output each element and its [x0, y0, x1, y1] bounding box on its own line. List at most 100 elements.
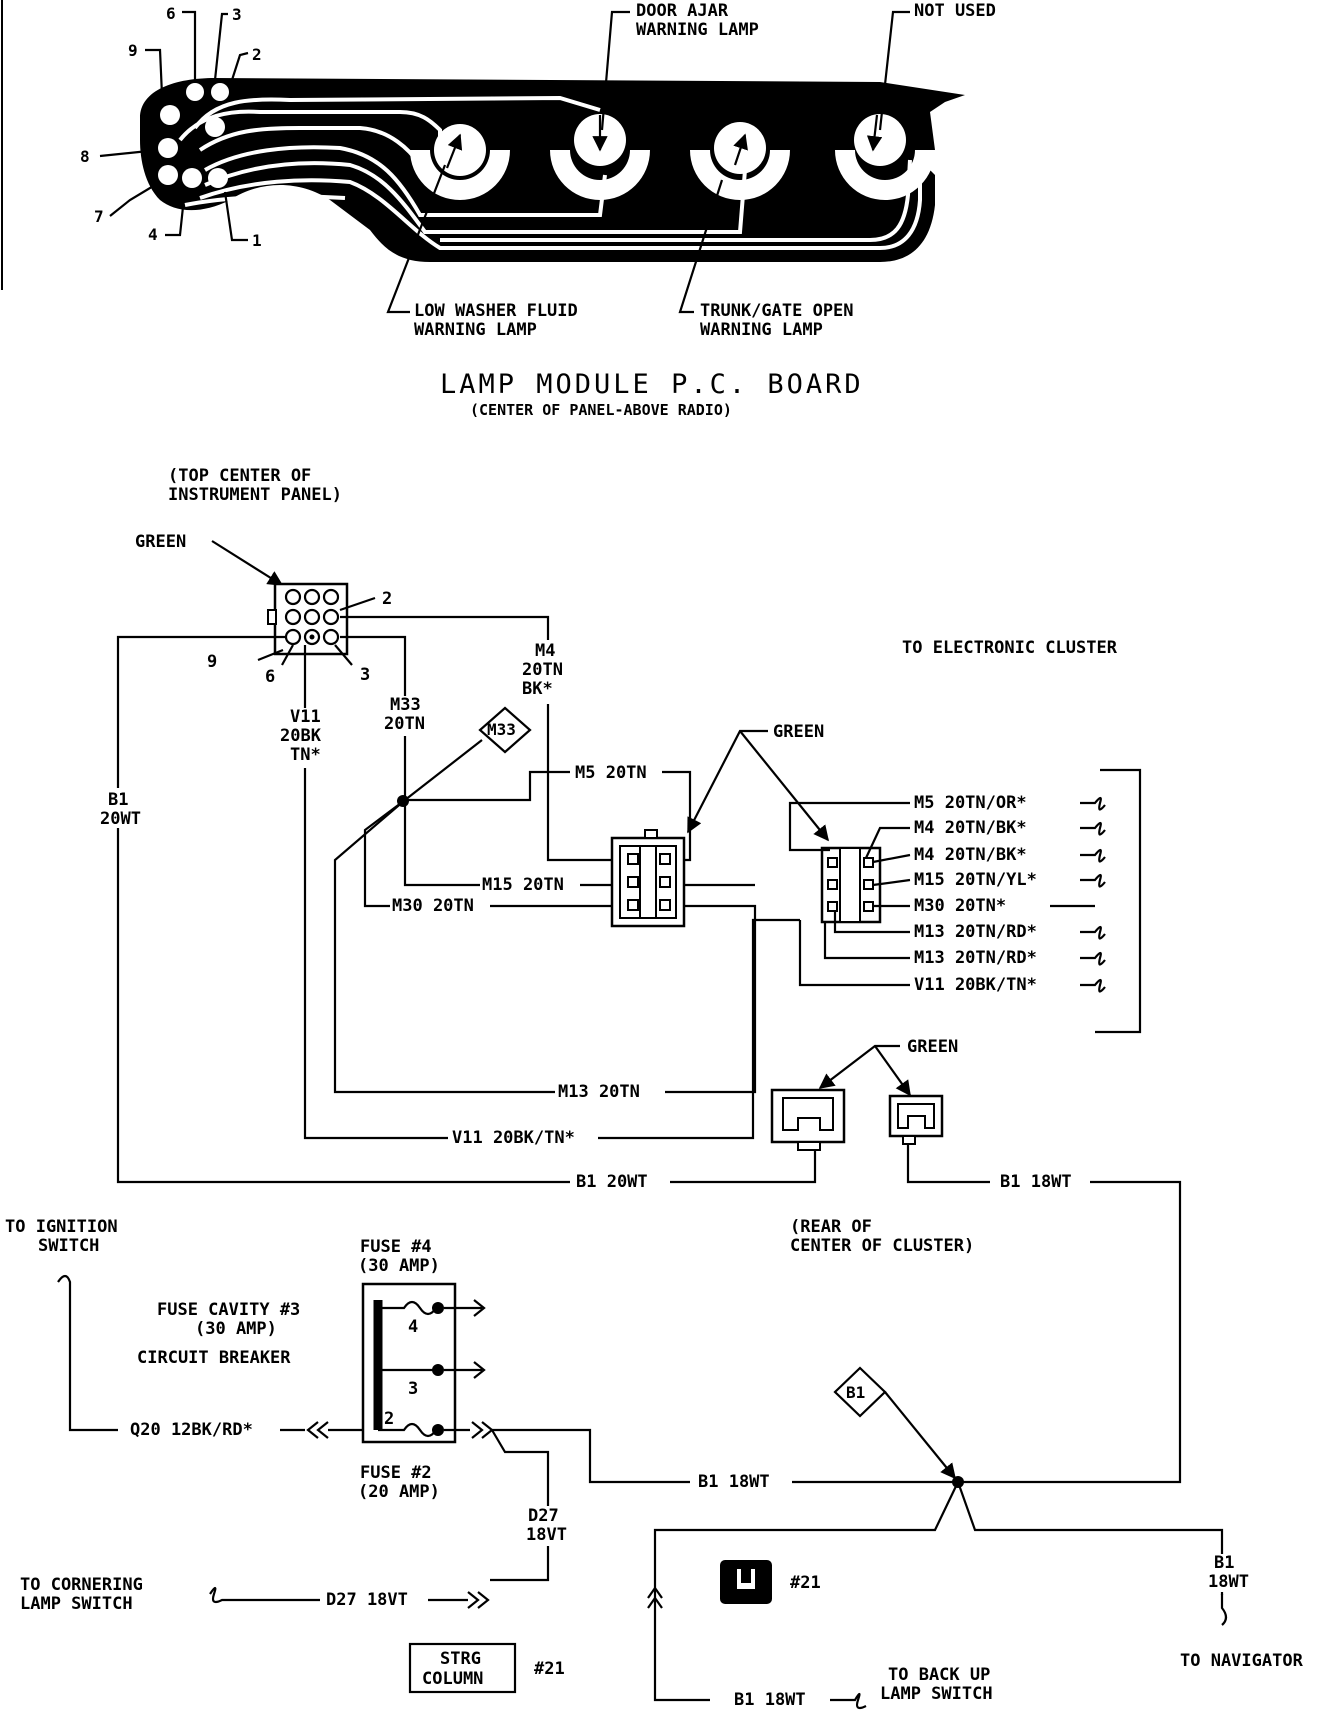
fuse2-1: FUSE #2 — [360, 1463, 432, 1483]
terminal-squiggles — [1050, 796, 1106, 993]
b1-right-v-2: 18WT — [1208, 1572, 1249, 1592]
wire-labels: B1 20WT V11 20BK TN* M33 20TN M4 20TN BK… — [100, 640, 670, 1192]
fuse4-1: FUSE #4 — [360, 1237, 432, 1257]
to-cornering-1: TO CORNERING — [20, 1575, 143, 1595]
pcb-pin-9: 9 — [128, 41, 138, 60]
q20-label: Q20 12BK/RD* — [130, 1420, 253, 1440]
cluster-pin-m15: M15 20TN/YL* — [914, 870, 1037, 890]
trunk-gate-label-2: WARNING LAMP — [700, 320, 823, 340]
pcb-pin-7: 7 — [94, 207, 104, 226]
to-navigator: TO NAVIGATOR — [1180, 1651, 1304, 1671]
cluster-title: TO ELECTRONIC CLUSTER — [902, 638, 1118, 658]
ref-21a: #21 — [790, 1573, 821, 1593]
cluster-pin-m13a: M13 20TN/RD* — [914, 922, 1037, 942]
top-connector-pin-2: 2 — [382, 589, 392, 609]
pcb-pin-2: 2 — [252, 45, 262, 64]
b1-tag — [833, 1366, 887, 1418]
m4-v-1: M4 — [535, 641, 555, 661]
m33-v-2: 20TN — [384, 714, 425, 734]
pcb-pin-1: 1 — [252, 231, 262, 250]
pcb-outline — [140, 78, 965, 262]
b1-18wt-mid: B1 18WT — [698, 1472, 770, 1492]
m4-v-3: BK* — [522, 679, 553, 699]
fuse2-2: (20 AMP) — [358, 1482, 440, 1502]
strg-column-box — [408, 1642, 517, 1694]
v11-v-3: TN* — [290, 745, 321, 765]
v11-v-2: 20BK — [280, 726, 322, 746]
v11-v-1: V11 — [290, 707, 321, 727]
not-used-label: NOT USED — [914, 1, 996, 21]
m33-tag-label: M33 — [487, 720, 516, 739]
m33-v-1: M33 — [390, 695, 421, 715]
cavity-number-2: 2 — [384, 1409, 394, 1429]
top-connector: (TOP CENTER OF INSTRUMENT PANEL) GREEN 2… — [135, 466, 392, 687]
pcb-pin-8: 8 — [80, 147, 90, 166]
to-backup-1: TO BACK UP — [888, 1665, 990, 1685]
m15-h: M15 20TN — [482, 875, 564, 895]
fuse-block: TO IGNITION SWITCH Q20 12BK/RD* FUSE #4 … — [5, 1217, 955, 1582]
cluster-green-2: GREEN — [907, 1037, 958, 1057]
top-connector-pin-9: 9 — [207, 652, 217, 672]
cluster-connectors: TO ELECTRONIC CLUSTER GREEN — [610, 638, 1182, 1484]
strg-column-2: COLUMN — [422, 1669, 483, 1689]
cavity3-2: (30 AMP) — [195, 1319, 277, 1339]
top-connector-pin-3: 3 — [360, 665, 370, 685]
strg-column-1: STRG — [440, 1649, 481, 1669]
splice-b1: B1 B1 18WT TO BACK UP LAMP SWITCH B1 18W… — [647, 1366, 1304, 1710]
door-ajar-label-1: DOOR AJAR — [636, 1, 729, 21]
d27-v-1: D27 — [528, 1506, 559, 1526]
door-ajar-label-2: WARNING LAMP — [636, 20, 759, 40]
splice-m33 — [397, 795, 409, 807]
low-washer-label-2: WARNING LAMP — [414, 320, 537, 340]
cluster-pin-m5: M5 20TN/OR* — [914, 793, 1027, 813]
m33-tag — [478, 706, 532, 754]
m5-h: M5 20TN — [575, 763, 647, 783]
cluster-bracket — [1095, 768, 1142, 1034]
cluster-pin-m30: M30 20TN* — [914, 896, 1006, 916]
d27-v-2: 18VT — [526, 1525, 567, 1545]
trunk-gate-label-1: TRUNK/GATE OPEN — [700, 301, 854, 321]
pcb-board: 9 6 3 2 8 7 4 1 DOOR AJAR WARNING LAMP N… — [80, 1, 996, 419]
top-connector-color: GREEN — [135, 532, 186, 552]
m30-h: M30 20TN — [392, 896, 474, 916]
cluster-pin-m13b: M13 20TN/RD* — [914, 948, 1037, 968]
cavity-number-4: 4 — [408, 1317, 418, 1337]
b1-20wt-v-1: B1 — [108, 790, 128, 810]
cluster-rear-1: (REAR OF — [790, 1217, 872, 1237]
b1-right-v-1: B1 — [1214, 1553, 1234, 1573]
cavity3-3: CIRCUIT BREAKER — [137, 1348, 291, 1368]
cluster-green-1: GREEN — [773, 722, 824, 742]
fuse4-2: (30 AMP) — [358, 1256, 440, 1276]
pcb-pin-4: 4 — [148, 225, 158, 244]
top-connector-location-1: (TOP CENTER OF — [168, 466, 311, 486]
cluster-pin-m4a: M4 20TN/BK* — [914, 818, 1027, 838]
to-backup-2: LAMP SWITCH — [880, 1684, 993, 1704]
cluster-pin-labels: M5 20TN/OR* M4 20TN/BK* M4 20TN/BK* M15 … — [914, 793, 1037, 995]
m13-h: M13 20TN — [558, 1082, 640, 1102]
pcb-pin-6: 6 — [166, 4, 176, 23]
d27-h: D27 18VT — [326, 1590, 408, 1610]
pcb-title: LAMP MODULE P.C. BOARD — [440, 369, 864, 400]
to-cornering-2: LAMP SWITCH — [20, 1594, 133, 1614]
low-washer-label-1: LOW WASHER FLUID — [414, 301, 578, 321]
pcb-pin-3: 3 — [232, 5, 242, 24]
ref-21b: #21 — [534, 1659, 565, 1679]
b1-18wt-h: B1 18WT — [1000, 1172, 1072, 1192]
b1-18wt-bottom: B1 18WT — [734, 1690, 806, 1710]
m4-v-2: 20TN — [522, 660, 563, 680]
to-ignition-1: TO IGNITION — [5, 1217, 118, 1237]
bottom-left: TO CORNERING LAMP SWITCH D27 18VT STRG C… — [20, 1575, 565, 1694]
to-ignition-2: SWITCH — [38, 1236, 99, 1256]
cluster-pin-m4b: M4 20TN/BK* — [914, 845, 1027, 865]
b1-20wt-h: B1 20WT — [576, 1172, 648, 1192]
top-connector-location-2: INSTRUMENT PANEL) — [168, 485, 342, 505]
cavity3-1: FUSE CAVITY #3 — [157, 1300, 300, 1320]
cavity-number-3: 3 — [408, 1379, 418, 1399]
cluster-pin-v11: V11 20BK/TN* — [914, 975, 1037, 995]
cluster-rear-2: CENTER OF CLUSTER) — [790, 1236, 974, 1256]
b1-20wt-v-2: 20WT — [100, 809, 141, 829]
v11-h: V11 20BK/TN* — [452, 1128, 575, 1148]
pcb-subtitle: (CENTER OF PANEL-ABOVE RADIO) — [470, 401, 732, 419]
b1-tag-label: B1 — [846, 1383, 865, 1402]
